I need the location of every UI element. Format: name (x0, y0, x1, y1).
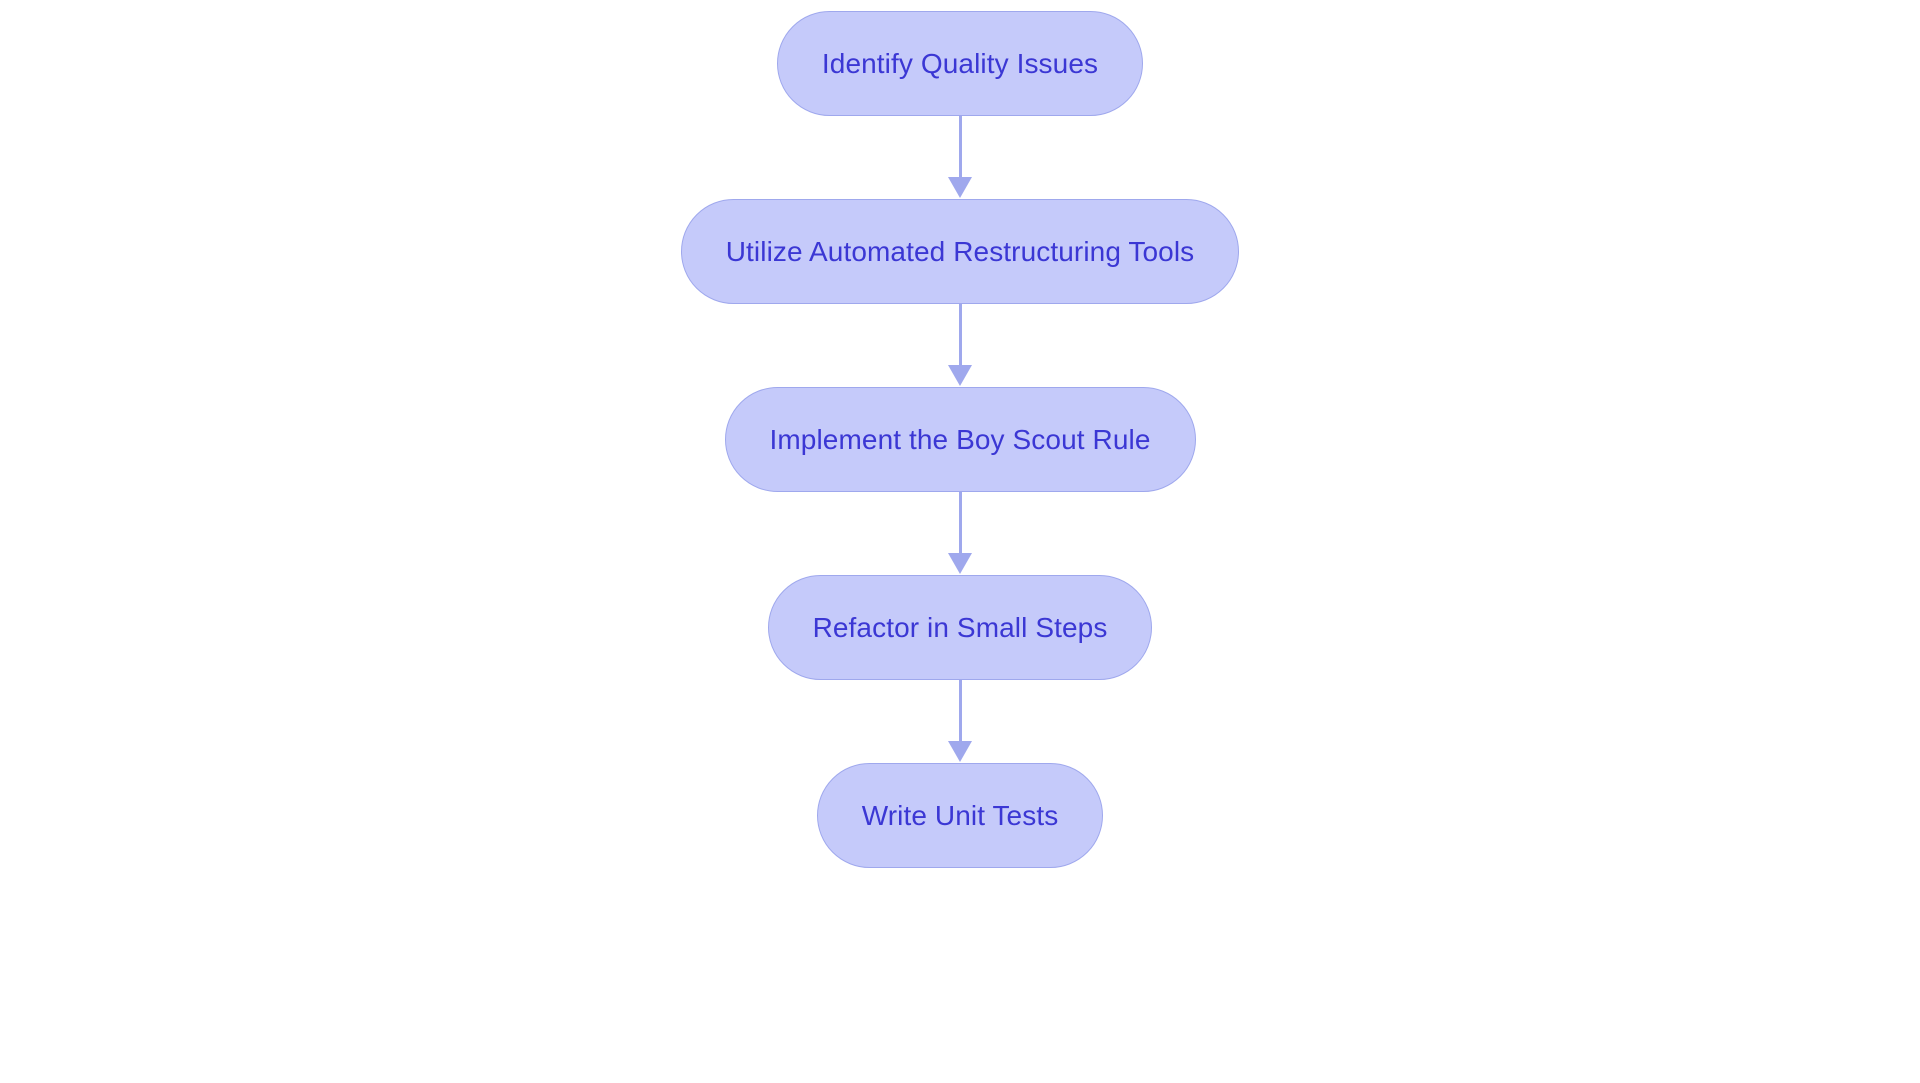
flowchart-node-write-unit-tests[interactable]: Write Unit Tests (816, 763, 1104, 868)
flowchart-edge-n4-n5 (940, 680, 980, 763)
flowchart-node-utilize-automated-restructuring-tools[interactable]: Utilize Automated Restructuring Tools (680, 199, 1240, 304)
arrowhead-down-icon (948, 365, 972, 386)
node-label: Implement the Boy Scout Rule (769, 423, 1151, 455)
edge-shaft (958, 116, 962, 178)
node-label: Utilize Automated Restructuring Tools (725, 235, 1195, 267)
arrowhead-down-icon (948, 741, 972, 762)
flowchart-node-implement-the-boy-scout-rule[interactable]: Implement the Boy Scout Rule (724, 387, 1196, 492)
node-label: Write Unit Tests (861, 799, 1059, 831)
flowchart-edge-n1-n2 (940, 116, 980, 199)
flowchart-node-refactor-in-small-steps[interactable]: Refactor in Small Steps (767, 575, 1153, 680)
edge-shaft (958, 304, 962, 366)
arrowhead-down-icon (948, 553, 972, 574)
node-label: Identify Quality Issues (821, 47, 1099, 79)
edge-shaft (958, 492, 962, 554)
node-label: Refactor in Small Steps (812, 611, 1108, 643)
flowchart-edge-n3-n4 (940, 492, 980, 575)
arrowhead-down-icon (948, 177, 972, 198)
flowchart-node-identify-quality-issues[interactable]: Identify Quality Issues (776, 11, 1144, 116)
edge-shaft (958, 680, 962, 742)
flowchart-edge-n2-n3 (940, 304, 980, 387)
